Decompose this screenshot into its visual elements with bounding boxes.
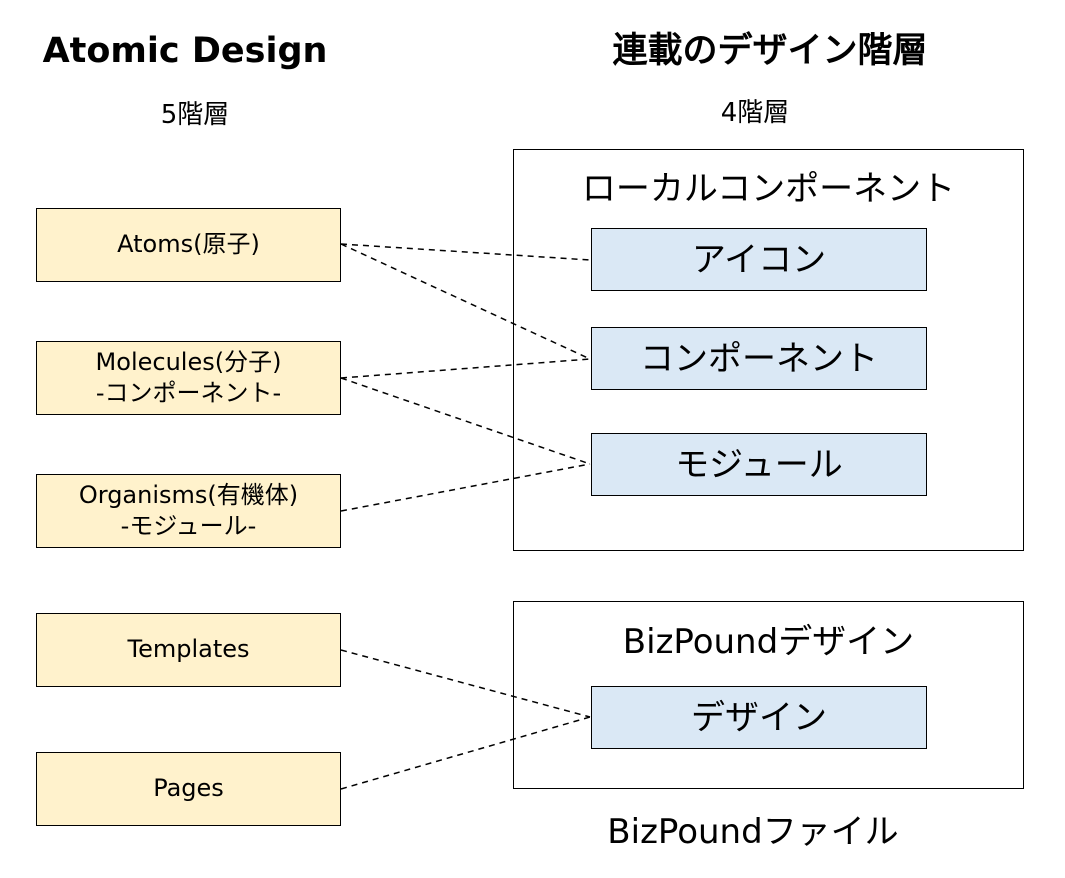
connector-templates-design	[340, 649, 591, 718]
icon-item-label: アイコン	[691, 239, 827, 280]
connector-atoms-component	[340, 243, 591, 360]
templates-box: Templates	[36, 613, 341, 687]
module-item-box: モジュール	[591, 433, 927, 496]
atomic-design-subtitle: 5階層	[160, 100, 230, 130]
organisms-box: Organisms(有機体) -モジュール-	[36, 474, 341, 548]
pages-box: Pages	[36, 752, 341, 826]
series-design-subtitle: 4階層	[720, 98, 790, 128]
connector-atoms-icon	[340, 243, 591, 261]
connector-pages-design	[340, 716, 591, 790]
organisms-label: Organisms(有機体)	[78, 480, 299, 509]
icon-item-box: アイコン	[591, 228, 927, 291]
connector-molecules-module	[340, 377, 591, 465]
organisms-sublabel: -モジュール-	[120, 512, 257, 540]
module-item-label: モジュール	[675, 444, 843, 485]
component-item-label: コンポーネント	[640, 338, 878, 379]
local-component-group-title: ローカルコンポーネント	[581, 169, 956, 209]
pages-label: Pages	[153, 774, 224, 803]
molecules-box: Molecules(分子) -コンポーネント-	[36, 341, 341, 415]
molecules-label: Molecules(分子)	[95, 347, 282, 376]
component-item-box: コンポーネント	[591, 327, 927, 390]
atoms-label: Atoms(原子)	[117, 230, 260, 259]
bizpound-file-caption: BizPoundファイル	[607, 812, 899, 852]
connector-organisms-module	[340, 463, 591, 512]
templates-label: Templates	[127, 635, 250, 664]
connector-molecules-component	[340, 358, 591, 379]
atoms-box: Atoms(原子)	[36, 208, 341, 282]
molecules-sublabel: -コンポーネント-	[95, 379, 282, 407]
design-item-box: デザイン	[591, 686, 927, 749]
bizpound-design-group-title: BizPoundデザイン	[622, 622, 915, 662]
design-item-label: デザイン	[691, 697, 827, 738]
atomic-design-title: Atomic Design	[42, 31, 328, 71]
series-design-title: 連載のデザイン階層	[612, 31, 928, 71]
